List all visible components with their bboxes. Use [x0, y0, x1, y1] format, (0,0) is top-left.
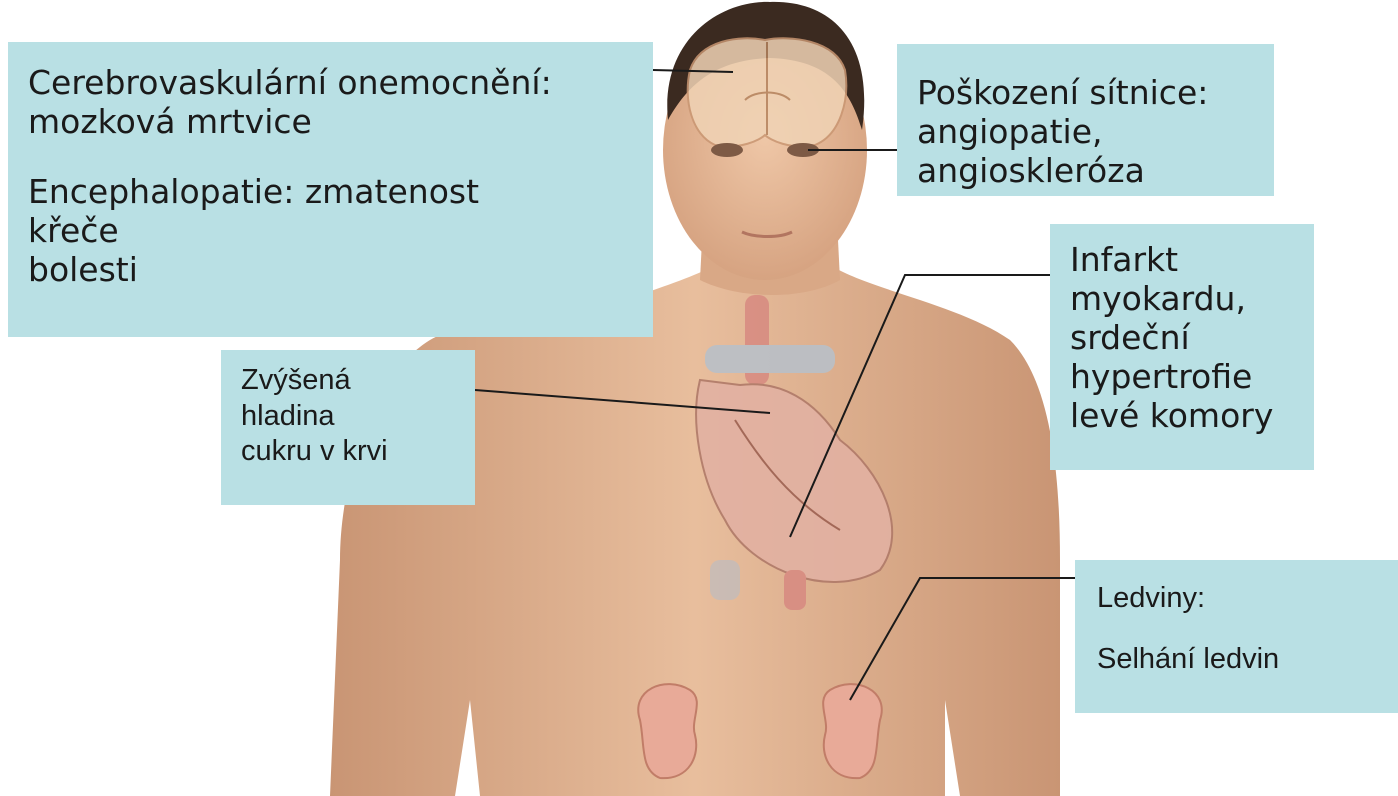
label-kidney-gap [1097, 615, 1398, 643]
label-sugar-line-1: Zvýšená [241, 363, 475, 399]
label-cerebro-line-5: bolesti [28, 251, 653, 290]
label-retina-line-2: angiopatie, [917, 113, 1274, 152]
label-retina: Poškození sítnice: angiopatie, angioskle… [897, 44, 1274, 196]
right-kidney [823, 684, 882, 778]
label-retina-line-1: Poškození sítnice: [917, 74, 1274, 113]
label-heart-line-3: srdeční [1070, 319, 1314, 358]
label-cerebro-line-4: křeče [28, 212, 653, 251]
label-kidney-line-1: Ledviny: [1097, 582, 1398, 615]
label-cerebro-line-1: Cerebrovaskulární onemocnění: [28, 64, 653, 103]
label-retina-line-3: angioskleróza [917, 152, 1274, 191]
label-cerebro-line-3: Encephalopatie: zmatenost [28, 173, 653, 212]
brain-illustration [688, 38, 847, 146]
label-sugar-line-2: hladina [241, 399, 475, 435]
label-heart-line-1: Infarkt [1070, 241, 1314, 280]
label-cerebro-line-2: mozková mrtvice [28, 103, 653, 142]
label-heart: Infarkt myokardu, srdeční hypertrofie le… [1050, 224, 1314, 470]
label-kidney: Ledviny: Selhání ledvin [1075, 560, 1398, 713]
left-eye [711, 143, 743, 157]
label-kidney-line-2: Selhání ledvin [1097, 643, 1398, 676]
label-heart-line-2: myokardu, [1070, 280, 1314, 319]
label-cerebro-gap [28, 142, 653, 173]
label-heart-line-5: levé komory [1070, 397, 1314, 436]
label-heart-line-4: hypertrofie [1070, 358, 1314, 397]
label-blood-sugar: Zvýšená hladina cukru v krvi [221, 350, 475, 505]
label-sugar-line-3: cukru v krvi [241, 434, 475, 470]
label-cerebrovascular: Cerebrovaskulární onemocnění: mozková mr… [8, 42, 653, 337]
left-kidney [638, 684, 697, 778]
